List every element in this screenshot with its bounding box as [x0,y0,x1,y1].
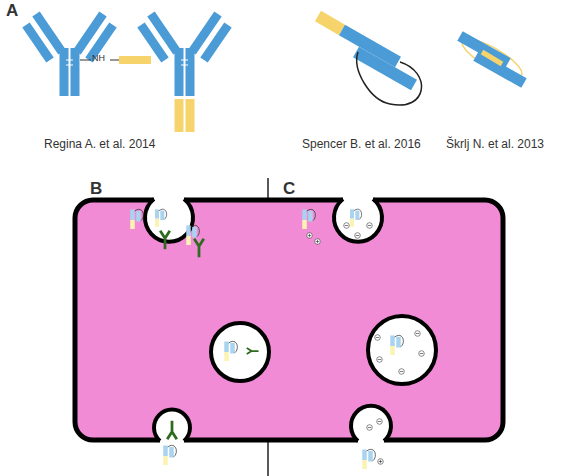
negative-charge [367,425,373,431]
negative-charge [415,331,421,337]
positive-charge [307,233,313,239]
receptor [160,231,170,250]
endocytic-pit [334,199,382,242]
negative-charge [399,369,405,375]
receptor [247,348,259,354]
charged-antibody-fragment [390,335,403,355]
negative-charge [377,357,383,363]
positive-charge [315,239,321,245]
endosome [368,316,436,384]
fused-domain [186,99,195,132]
negative-charge [419,351,425,357]
panel-letter: B [90,180,102,199]
negative-charge [377,419,383,425]
positive-charge [378,459,384,465]
scfv-fusion [318,16,422,105]
charged-antibody-fragment [350,209,362,226]
fused-domain [175,99,184,132]
endocytic-pit [154,410,190,441]
endosome [211,323,269,381]
antibody-fragment [163,445,176,465]
citation: Regina A. et al. 2014 [44,138,155,151]
antibody-fusion [141,14,228,96]
negative-charge [367,223,373,229]
receptor [167,421,177,440]
fused-peptide [119,56,151,64]
endocytic-pit [145,199,193,242]
linker-line [110,60,119,61]
chemical-group: NH [92,54,105,64]
citation: Škrlj N. et al. 2013 [446,138,544,151]
antibody-fragment [224,341,237,361]
antibody-conjugate [26,14,113,96]
charged-antibody-fragment [362,449,375,469]
endocytic-pit [351,406,391,441]
scfv-insert [458,32,527,83]
negative-charge [355,233,361,239]
panel-letter: A [6,2,18,21]
linker-line [80,60,91,61]
negative-charge [375,335,381,341]
citation: Spencer B. et al. 2016 [302,138,421,151]
cell-body [75,200,503,440]
receptor [194,239,204,258]
charged-antibody-fragment [302,209,315,229]
negative-charge [344,223,350,229]
panel-letter: C [283,180,295,199]
antibody-fragment [130,209,143,229]
antibody-fragment [155,209,167,226]
